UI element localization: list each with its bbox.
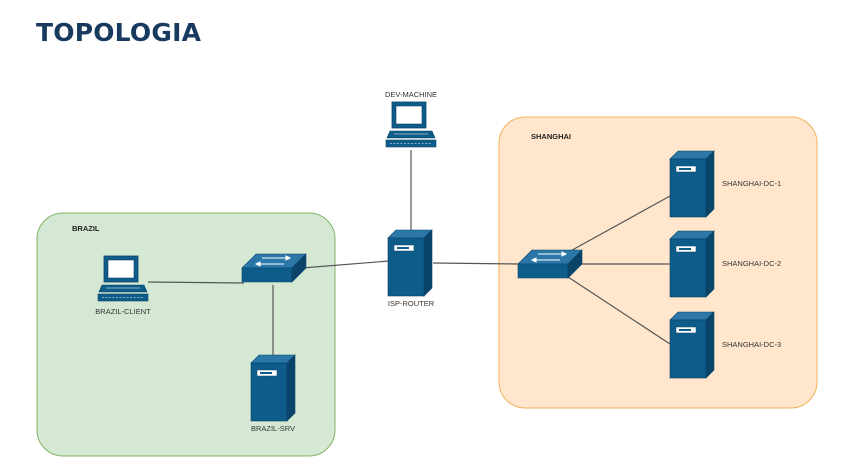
zone-shanghai[interactable]: SHANGHAI xyxy=(498,116,818,409)
zone-brazil-label: BRAZIL xyxy=(72,224,100,233)
zone-brazil[interactable]: BRAZIL xyxy=(36,212,336,457)
link-brazil-client-brazil-switch xyxy=(147,281,245,284)
page-title: TOPOLOGIA xyxy=(36,18,202,47)
node-shanghai-dc-3-label: SHANGHAI-DC-3 xyxy=(722,340,781,349)
switch-icon xyxy=(241,253,307,283)
node-dev-machine-label: DEV-MACHINE xyxy=(385,90,437,99)
link-shanghai-switch-shanghai-dc-1 xyxy=(564,195,671,255)
node-shanghai-dc-2-label: SHANGHAI-DC-2 xyxy=(722,259,781,268)
workstation-icon xyxy=(385,101,437,148)
node-brazil-srv-label: BRAZIL-SRV xyxy=(251,424,295,433)
server-tower-icon xyxy=(669,311,715,379)
zone-shanghai-label: SHANGHAI xyxy=(531,132,571,141)
zone-shanghai-area xyxy=(498,116,818,409)
server-tower-icon xyxy=(669,150,715,218)
server-tower-icon xyxy=(669,230,715,298)
node-dev-machine[interactable]: DEV-MACHINE xyxy=(385,90,437,148)
workstation-icon xyxy=(97,255,149,302)
node-shanghai-dc-2[interactable]: SHANGHAI-DC-2 xyxy=(669,230,781,298)
node-shanghai-dc-3[interactable]: SHANGHAI-DC-3 xyxy=(669,311,781,379)
switch-icon xyxy=(517,249,583,279)
zone-brazil-area xyxy=(36,212,336,457)
server-tower-icon xyxy=(387,229,433,297)
node-brazil-srv[interactable]: BRAZIL-SRV xyxy=(250,354,296,433)
node-isp-router-label: ISP-ROUTER xyxy=(388,299,435,308)
link-brazil-switch-isp-router xyxy=(301,260,390,269)
node-isp-router[interactable]: ISP-ROUTER xyxy=(387,229,435,308)
server-tower-icon xyxy=(250,354,296,422)
node-shanghai-dc-1[interactable]: SHANGHAI-DC-1 xyxy=(669,150,781,218)
node-brazil-switch[interactable] xyxy=(241,253,307,283)
node-brazil-client-label: BRAZIL-CLIENT xyxy=(95,307,151,316)
node-shanghai-switch[interactable] xyxy=(517,249,583,279)
link-shanghai-switch-shanghai-dc-3 xyxy=(564,274,671,345)
links xyxy=(147,150,671,355)
node-brazil-client[interactable]: BRAZIL-CLIENT xyxy=(95,255,151,316)
link-isp-router-shanghai-switch xyxy=(432,262,522,265)
node-shanghai-dc-1-label: SHANGHAI-DC-1 xyxy=(722,179,781,188)
